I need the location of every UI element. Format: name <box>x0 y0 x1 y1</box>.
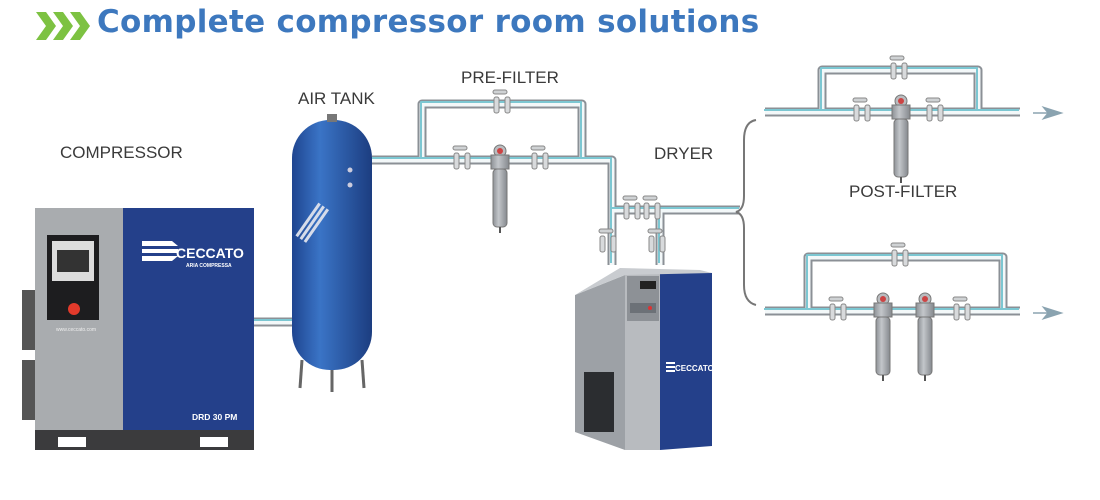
dryer-logo: CECCATO <box>675 364 714 373</box>
page-title: Complete compressor room solutions <box>97 4 760 40</box>
svg-text:ARIA COMPRESSA: ARIA COMPRESSA <box>186 263 232 269</box>
brace <box>735 119 757 306</box>
display-screen <box>57 250 89 272</box>
label-pre-filter: PRE-FILTER <box>461 68 559 87</box>
air-tank <box>292 114 372 392</box>
label-air-tank: AIR TANK <box>298 89 375 108</box>
model-label: DRD 30 PM <box>192 412 237 422</box>
post-filter-unit-top <box>891 94 911 184</box>
website-text: www.ceccato.com <box>56 327 96 333</box>
post-filter-unit-bottom-1 <box>873 292 893 382</box>
emergency-stop-icon <box>68 303 80 315</box>
chevrons-icon <box>36 12 90 40</box>
compressor-unit: CECCATO ARIA COMPRESSA www.ceccato.com D… <box>22 208 254 450</box>
ceccato-logo: CECCATO ARIA COMPRESSA <box>142 241 244 269</box>
svg-text:CECCATO: CECCATO <box>176 245 244 261</box>
pre-filter-unit <box>490 144 510 234</box>
post-filter-unit-bottom-2 <box>915 292 935 382</box>
outlet-arrow-icon <box>1033 106 1064 320</box>
dryer-unit: CECCATO <box>575 268 714 450</box>
dryer-vent-grille <box>584 372 614 432</box>
label-dryer: DRYER <box>654 144 714 163</box>
label-compressor: COMPRESSOR <box>60 143 183 162</box>
label-post-filter: POST-FILTER <box>849 182 958 201</box>
